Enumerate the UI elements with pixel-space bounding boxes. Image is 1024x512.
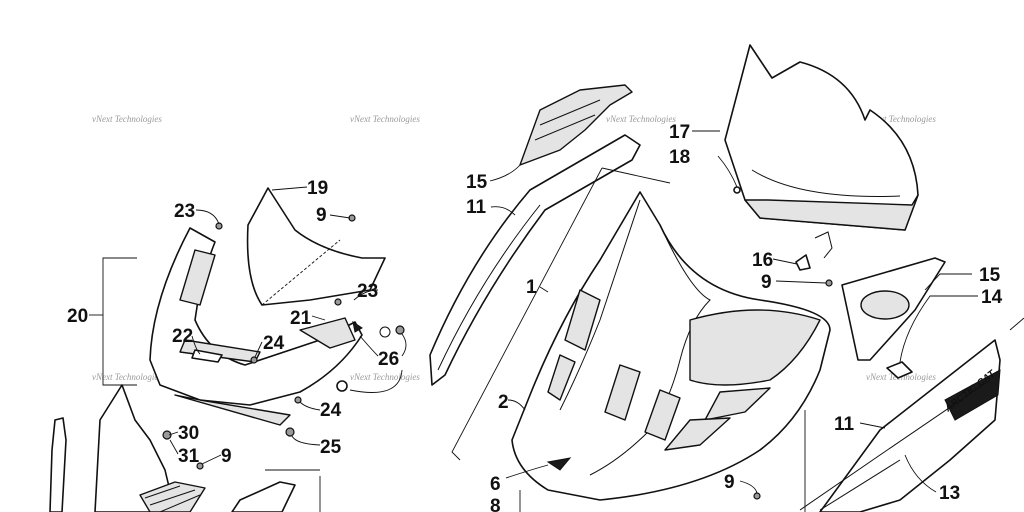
watermark-1: vNext Technologies (92, 114, 162, 124)
callout-21: 21 (290, 308, 312, 329)
rivet-25-icon (285, 427, 295, 437)
hood-part[interactable] (511, 191, 831, 501)
right-vent-part[interactable] (841, 257, 946, 361)
callout-23b: 23 (357, 281, 378, 302)
callout-26: 26 (378, 349, 399, 370)
callout-14: 14 (981, 287, 1003, 308)
callout-20: 20 (67, 306, 88, 327)
callout-22: 22 (172, 326, 193, 347)
callout-17: 17 (669, 122, 690, 143)
screw-9d-icon (753, 492, 761, 500)
watermark-2: vNext Technologies (350, 114, 420, 124)
screw-9b-icon (196, 462, 204, 470)
bracket-lines (102, 167, 806, 512)
trim-strip-left-part[interactable] (429, 134, 641, 386)
screw-23b-icon (334, 298, 342, 306)
callout-31: 31 (178, 446, 200, 467)
callout-2: 2 (498, 392, 509, 413)
grommet-24a-icon (250, 356, 258, 364)
grommet-24b-icon (294, 396, 302, 404)
callout-9b: 9 (221, 446, 232, 467)
windshield-part[interactable] (724, 44, 919, 231)
screw-9c-icon (825, 279, 833, 287)
side-panel-decal-part[interactable]: ARCTIC CAT (799, 339, 1001, 512)
callout-18: 18 (669, 147, 690, 168)
nut-26-icon (395, 325, 405, 335)
leader-lines (89, 130, 1024, 494)
callout-15b: 15 (979, 265, 1001, 286)
callout-9d: 9 (724, 472, 735, 493)
callout-23a: 23 (174, 201, 195, 222)
callout-11a: 11 (466, 197, 487, 218)
center-panel-part[interactable] (246, 187, 386, 306)
callout-16: 16 (752, 250, 773, 271)
watermark-5: vNext Technologies (92, 372, 162, 382)
washer-25-icon (336, 380, 348, 392)
upper-side-panel-part[interactable] (519, 84, 633, 166)
callout-15a: 15 (466, 172, 488, 193)
fastener-30-icon (162, 430, 172, 440)
callout-1: 1 (526, 277, 537, 298)
callout-24a: 24 (263, 333, 285, 354)
callout-19: 19 (307, 178, 328, 199)
watermark-6: vNext Technologies (350, 372, 420, 382)
callout-30: 30 (178, 423, 199, 444)
callout-25: 25 (320, 437, 342, 458)
callout-9a: 9 (316, 205, 327, 226)
callout-6: 6 (490, 474, 501, 495)
pin-18-icon (733, 186, 741, 194)
callout-11b: 11 (834, 414, 855, 435)
nose-bezel-part[interactable] (149, 227, 363, 426)
callout-8: 8 (490, 496, 501, 512)
hardware (162, 186, 913, 500)
lower-left-panels-part[interactable] (49, 384, 296, 512)
callout-13: 13 (939, 483, 960, 504)
callout-9c: 9 (761, 272, 772, 293)
clip-14-icon (886, 361, 913, 379)
callout-24b: 24 (320, 400, 342, 421)
watermark-4: vNext Technologies (866, 114, 936, 124)
bracket-16-icon (795, 254, 811, 271)
callout-labels: 23 19 9 23 21 22 24 26 24 25 20 30 31 9 … (67, 122, 1003, 512)
watermark-3: vNext Technologies (606, 114, 676, 124)
